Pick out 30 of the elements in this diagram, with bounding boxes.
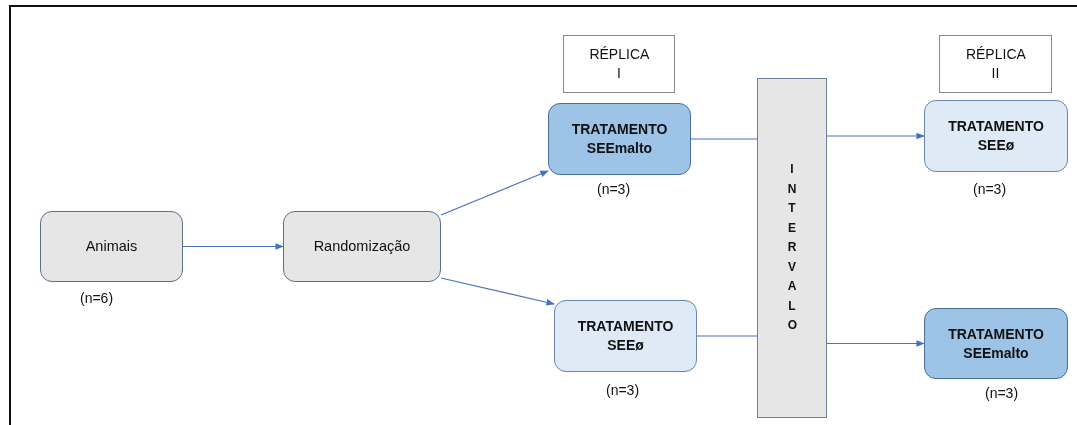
process-box <box>283 211 441 282</box>
vertical-label: INTERVALO <box>787 161 797 335</box>
header-box <box>563 35 675 93</box>
connector-line <box>690 138 758 140</box>
node-label: Animais <box>85 236 138 256</box>
arrow <box>440 277 555 306</box>
arrow <box>440 170 549 216</box>
process-box <box>40 211 183 282</box>
connector-line <box>696 335 758 337</box>
sample-size-label: (n=6) <box>80 290 114 306</box>
interval-bar <box>757 78 827 418</box>
node-label: TRATAMENTO SEEø <box>577 317 674 355</box>
node-label: TRATAMENTO SEEmalto <box>948 324 1044 363</box>
node-label: RÉPLICA II <box>965 45 1026 83</box>
treatment-box <box>548 103 691 175</box>
sample-size-label: (n=3) <box>985 385 1019 401</box>
node-label: Randomização <box>313 236 411 256</box>
arrow <box>826 132 925 140</box>
arrow <box>826 340 925 347</box>
treatment-box <box>554 300 697 372</box>
sample-size-label: (n=3) <box>606 382 640 398</box>
sample-size-label: (n=3) <box>597 181 631 197</box>
node-label: TRATAMENTO SEEø <box>948 117 1044 155</box>
sample-size-label: (n=3) <box>973 181 1007 197</box>
header-box <box>939 35 1052 93</box>
arrow <box>182 243 284 250</box>
treatment-box <box>924 100 1068 172</box>
node-label: RÉPLICA I <box>589 45 649 83</box>
node-label: TRATAMENTO SEEmalto <box>571 120 668 158</box>
treatment-box <box>924 308 1068 379</box>
